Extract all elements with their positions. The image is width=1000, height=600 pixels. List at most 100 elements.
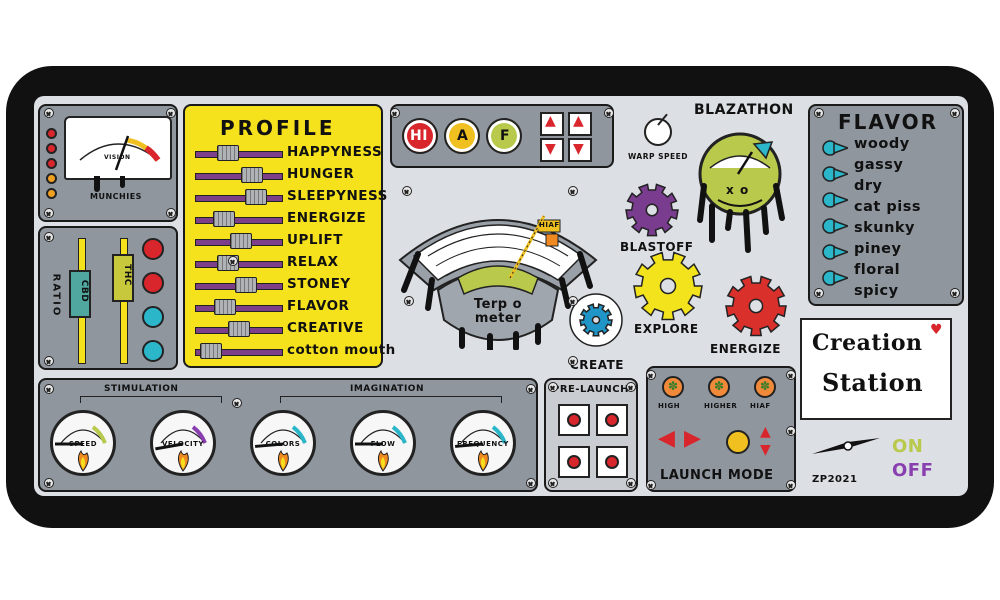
mode-arrow-up-1[interactable]: ▲ xyxy=(540,112,564,136)
profile-slider-knob[interactable] xyxy=(244,189,267,205)
ratio-button-red-2[interactable] xyxy=(142,272,164,294)
gauge-label: COLORS xyxy=(265,440,301,448)
flavor-cone-button[interactable] xyxy=(822,192,851,208)
ratio-button-cyan-1[interactable] xyxy=(142,306,164,328)
blazathon-svg: x o xyxy=(697,132,785,253)
prelaunch-button-1[interactable] xyxy=(558,404,590,436)
stimulation-bracket xyxy=(80,396,222,403)
gauge-velocity: VELOCITY xyxy=(150,410,216,476)
ratio-slider-cbd[interactable]: CBD xyxy=(69,270,91,318)
profile-slider-knob[interactable] xyxy=(234,277,257,293)
svg-text:x: x xyxy=(726,183,734,197)
profile-slider-label: SLEEPYNESS xyxy=(287,188,388,204)
profile-slider-row: UPLIFT xyxy=(195,230,405,252)
profile-slider-label: FLAVOR xyxy=(287,298,350,314)
munchies-dial-text: VISION xyxy=(104,154,131,161)
prelaunch-button-3[interactable] xyxy=(558,446,590,478)
profile-slider-track xyxy=(195,173,283,180)
gauge-speed: SPEED xyxy=(50,410,116,476)
gauge-label: FREQUENCY xyxy=(457,440,509,448)
flavor-cone-button[interactable] xyxy=(822,244,851,260)
launch-arrow-right-icon[interactable]: ▶ xyxy=(684,426,701,451)
profile-slider-label: RELAX xyxy=(287,254,339,270)
profile-slider-label: STONEY xyxy=(287,276,351,292)
flavor-item: skunky xyxy=(854,220,916,236)
mode-button-hi-label: HI xyxy=(410,128,428,144)
ratio-button-red-1[interactable] xyxy=(142,238,164,260)
profile-slider-row: HUNGER xyxy=(195,164,405,186)
flavor-cone-button[interactable] xyxy=(822,140,851,156)
screw-icon xyxy=(228,256,238,266)
flavor-cone-button[interactable] xyxy=(822,218,851,234)
profile-slider-knob[interactable] xyxy=(241,167,264,183)
flavor-item: piney xyxy=(854,241,902,257)
mode-button-hi[interactable]: HI xyxy=(402,118,438,154)
terpometer-svg xyxy=(398,215,598,353)
power-switch[interactable] xyxy=(808,432,892,462)
mode-button-f[interactable]: F xyxy=(486,118,522,154)
blazathon-gauge: x o xyxy=(690,124,800,254)
screw-icon xyxy=(646,370,656,380)
munchies-drip xyxy=(94,176,100,192)
screw-icon xyxy=(390,108,400,118)
prelaunch-button-4[interactable] xyxy=(596,446,628,478)
screw-icon xyxy=(526,478,536,488)
screw-icon xyxy=(646,480,656,490)
screw-icon xyxy=(44,232,54,242)
gear-create-icon[interactable] xyxy=(579,303,613,337)
ratio-slider-thc[interactable]: THC xyxy=(112,254,134,302)
profile-slider-knob[interactable] xyxy=(228,321,251,337)
mode-arrow-down-2[interactable]: ▼ xyxy=(568,138,592,162)
flavor-cone-button[interactable] xyxy=(822,270,851,286)
screw-icon xyxy=(568,296,578,306)
gear-explore-icon[interactable] xyxy=(633,251,703,321)
screw-icon xyxy=(232,398,242,408)
ratio-button-cyan-2[interactable] xyxy=(142,340,164,362)
profile-slider-knob[interactable] xyxy=(217,145,240,161)
mode-button-a[interactable]: A xyxy=(444,118,480,154)
warp-speed-label: WARP SPEED xyxy=(628,152,688,161)
switch-on-label: ON xyxy=(892,436,924,457)
launch-level-button[interactable]: ✽ xyxy=(754,376,776,398)
creation-line2: Station xyxy=(822,368,924,397)
gauge-frequency: FREQUENCY xyxy=(450,410,516,476)
light-orange-1 xyxy=(46,173,57,184)
screw-icon xyxy=(568,186,578,196)
launch-arrow-up-icon[interactable]: ▲ xyxy=(760,424,771,440)
screw-icon xyxy=(44,208,54,218)
svg-text:o: o xyxy=(740,183,748,197)
gear-label-energize: ENERGIZE xyxy=(710,342,781,356)
prelaunch-button-2[interactable] xyxy=(596,404,628,436)
screw-icon xyxy=(626,382,636,392)
launch-level-button[interactable]: ✽ xyxy=(662,376,684,398)
creation-heart-icon: ♥ xyxy=(930,322,943,338)
mode-arrow-down-1[interactable]: ▼ xyxy=(540,138,564,162)
munchies-drip-2 xyxy=(120,176,125,188)
launch-arrow-left-icon[interactable]: ◀ xyxy=(658,426,675,451)
mode-button-a-label: A xyxy=(457,128,469,144)
screw-icon xyxy=(786,480,796,490)
flavor-cone-button[interactable] xyxy=(822,166,851,182)
profile-slider-knob[interactable] xyxy=(214,299,237,315)
profile-slider-track xyxy=(195,349,283,356)
screw-icon xyxy=(950,288,960,298)
mode-arrow-up-2[interactable]: ▲ xyxy=(568,112,592,136)
gear-blastoff-icon[interactable] xyxy=(625,183,679,237)
launch-level-button[interactable]: ✽ xyxy=(708,376,730,398)
leaf-icon: ✽ xyxy=(668,379,679,393)
stimulation-label: STIMULATION xyxy=(104,384,179,394)
flavor-item: floral xyxy=(854,262,901,278)
flavor-item: spicy xyxy=(854,283,899,299)
launch-arrow-down-icon[interactable]: ▼ xyxy=(760,442,771,458)
profile-slider-knob[interactable] xyxy=(212,211,235,227)
profile-slider-knob[interactable] xyxy=(230,233,253,249)
launch-button-yellow[interactable] xyxy=(726,430,750,454)
screw-icon xyxy=(568,356,578,366)
gauge-label: VELOCITY xyxy=(162,440,204,448)
gear-energize-icon[interactable] xyxy=(725,275,787,337)
warp-speed-knob[interactable]: WARP SPEED xyxy=(628,112,690,166)
profile-slider-label: HUNGER xyxy=(287,166,355,182)
profile-slider-knob[interactable] xyxy=(200,343,223,359)
munchies-panel: VISION MUNCHIES xyxy=(38,104,178,222)
profile-slider-track xyxy=(195,305,283,312)
